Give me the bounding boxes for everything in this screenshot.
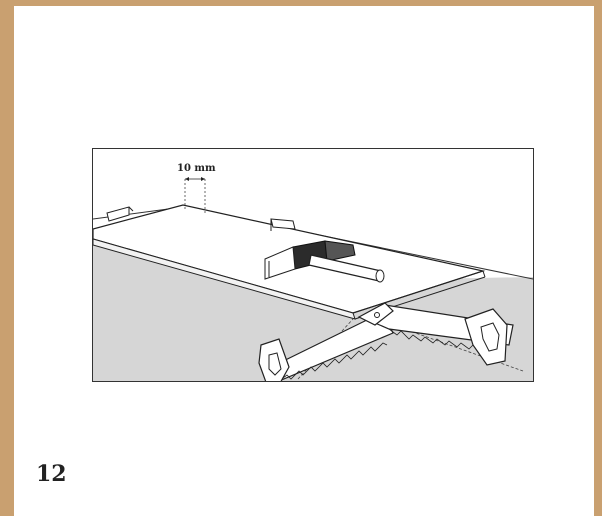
spacer-wedge xyxy=(106,206,130,222)
page-number: 12 xyxy=(36,461,67,487)
wood-frame-top xyxy=(0,0,602,6)
manual-page: 10 mm xyxy=(14,6,594,516)
wood-frame-right xyxy=(594,0,602,516)
spacer-wedge xyxy=(270,218,296,230)
left-saw xyxy=(258,316,394,381)
installation-illustration: 10 mm xyxy=(92,148,534,382)
dimension-label: 10 mm xyxy=(177,163,216,174)
wood-frame-left xyxy=(0,0,14,516)
right-saw xyxy=(357,302,514,366)
